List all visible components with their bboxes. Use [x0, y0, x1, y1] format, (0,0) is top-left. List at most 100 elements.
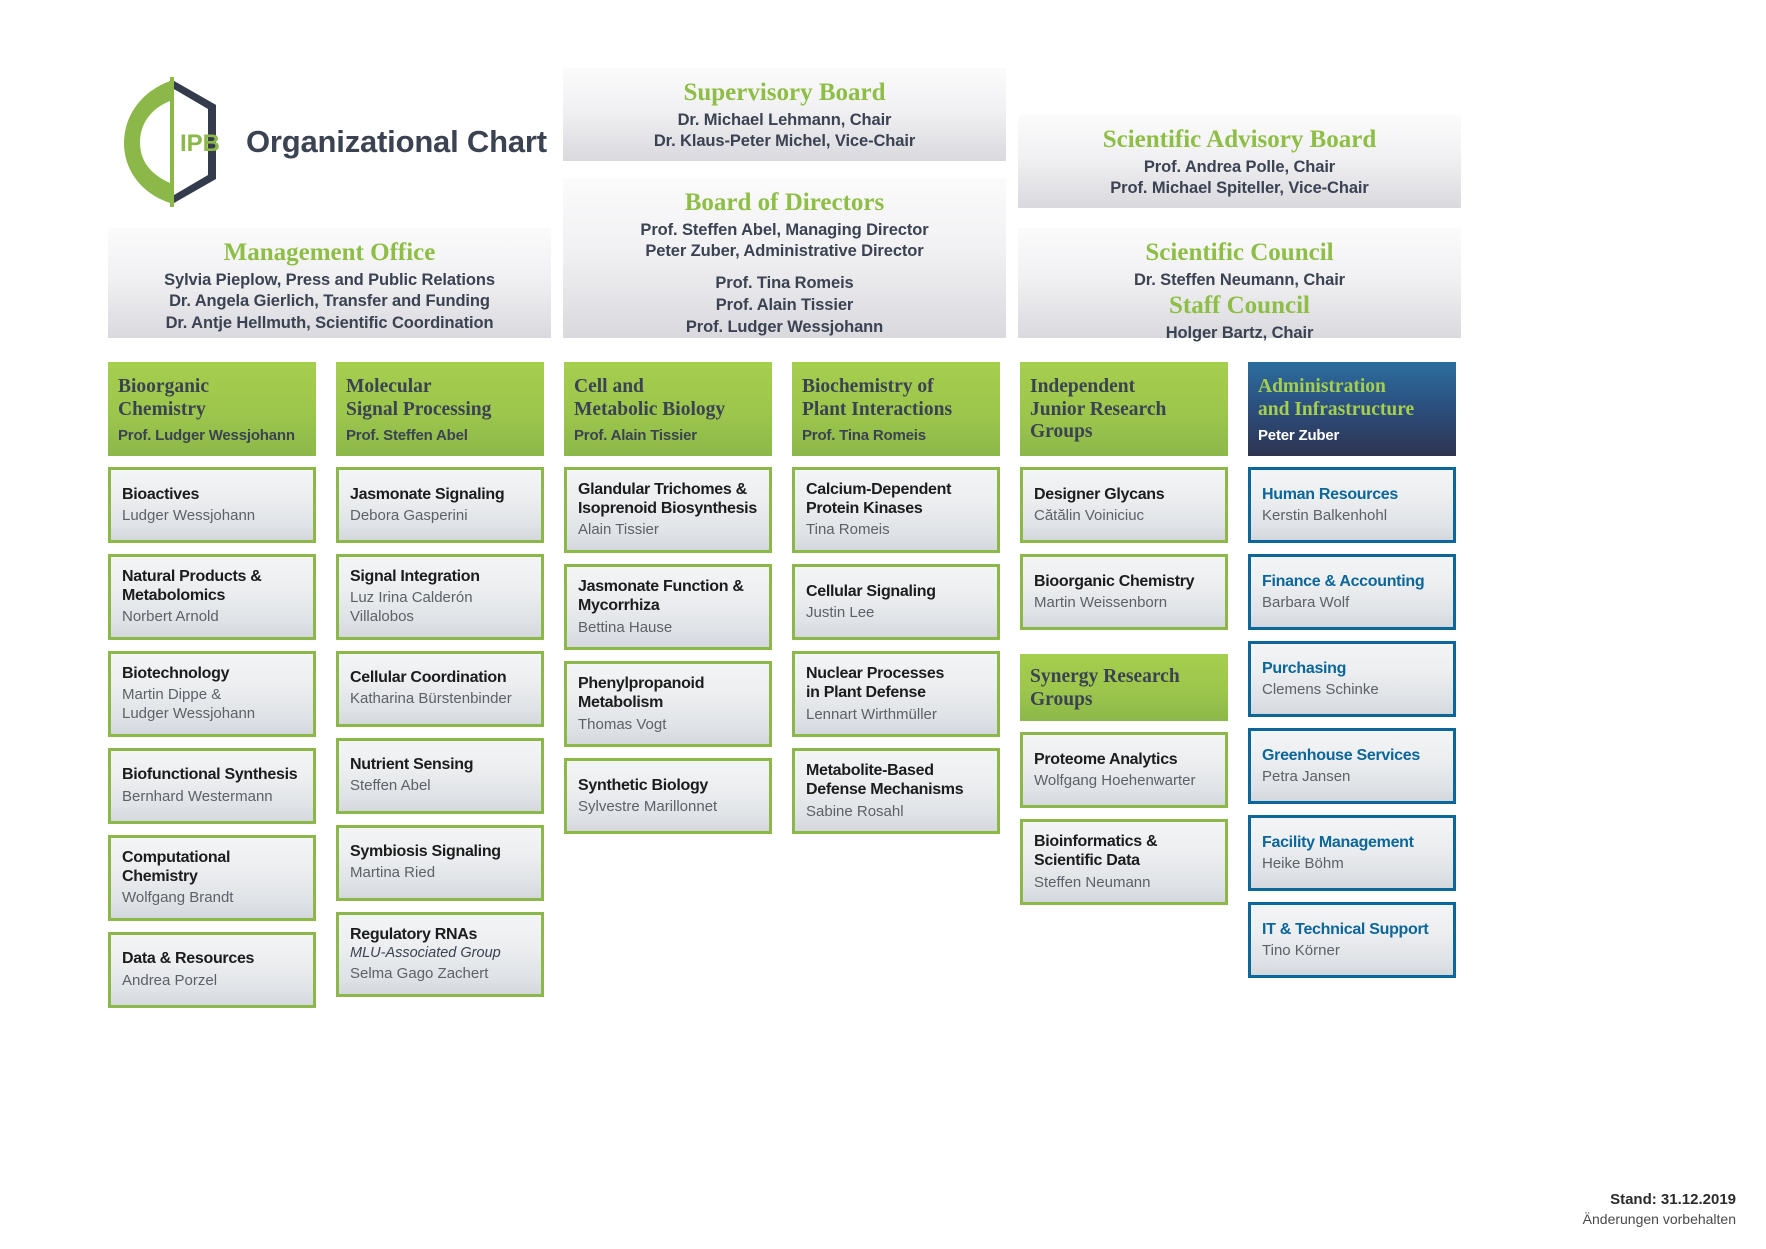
panel-line: Prof. Steffen Abel, Managing Director: [640, 220, 929, 239]
unit-lead-name: Andrea Porzel: [122, 971, 218, 989]
unit-lead-name: Sabine Rosahl: [806, 802, 904, 820]
panel-title: Board of Directors: [684, 189, 885, 216]
panel-board-of-directors: Board of Directors Prof. Steffen Abel, M…: [563, 178, 1006, 338]
department-lead: Prof. Tina Romeis: [802, 427, 926, 445]
unit-lead-name: Tina Romeis: [806, 521, 890, 539]
unit-lead-name: Bettina Hause: [578, 618, 673, 636]
panel-line: Dr. Klaus-Peter Michel, Vice-Chair: [653, 132, 916, 151]
unit-title: Proteome Analytics: [1034, 750, 1178, 768]
unit-title: Data & Resources: [122, 950, 255, 968]
panel-line: Dr. Michael Lehmann, Chair: [677, 110, 892, 129]
department-lead: Prof. Alain Tissier: [574, 427, 697, 445]
unit-lead-name: Martin Weissenborn: [1034, 593, 1168, 611]
panel-line: Prof. Andrea Polle, Chair: [1143, 157, 1336, 176]
unit-lead-name: Steffen Neumann: [1034, 873, 1151, 891]
unit-lead-name: Sylvestre Marillonnet: [578, 798, 718, 816]
chart-header: IPB Organizational Chart: [118, 72, 598, 212]
unit-lead-name: Kerstin Balkenhohl: [1262, 506, 1388, 524]
panel-supervisory-board: Supervisory Board Dr. Michael Lehmann, C…: [563, 68, 1006, 161]
panel-title: Supervisory Board: [683, 79, 886, 106]
panel-line: Sylvia Pieplow, Press and Public Relatio…: [164, 270, 495, 289]
unit-lead-name: Bernhard Westermann: [122, 787, 273, 805]
unit-title: Cellular Coordination: [350, 669, 507, 687]
unit-lead-name: Clemens Schinke: [1262, 680, 1379, 698]
unit-title: Bioorganic Chemistry: [1034, 572, 1195, 590]
unit-title: Jasmonate Function &Mycorrhiza: [578, 578, 744, 615]
unit-title: Synthetic Biology: [578, 776, 709, 794]
unit-lead-name: Cătălin Voiniciuc: [1034, 506, 1145, 524]
department-title: Synergy Research Groups: [1030, 666, 1180, 710]
ipb-logo-icon: IPB: [124, 77, 220, 207]
unit-lead-name: Ludger Wessjohann: [122, 506, 256, 524]
unit-title: Finance & Accounting: [1262, 572, 1425, 590]
unit-title: Jasmonate Signaling: [350, 485, 505, 503]
unit-title: Cellular Signaling: [806, 582, 936, 600]
panel-line: Prof. Ludger Wessjohann: [685, 317, 884, 336]
unit-title: Facility Management: [1262, 833, 1414, 851]
unit-title: Human Resources: [1262, 485, 1398, 503]
footer-status: Stand: 31.12.2019 Änderungen vorbehalten: [1583, 1191, 1736, 1227]
department-lead: Prof. Ludger Wessjohann: [118, 427, 295, 445]
unit-lead-name: Luz Irina Calderón Villalobos: [350, 589, 473, 625]
panel-line: Dr. Antje Hellmuth, Scientific Coordinat…: [165, 314, 494, 333]
unit-lead-name: Wolfgang Hoehenwarter: [1034, 771, 1196, 789]
research-unit-card[interactable]: Glandular Trichomes &Isoprenoid Biosynth…: [564, 467, 772, 554]
panel-title: Management Office: [223, 239, 436, 266]
unit-title: Biotechnology: [122, 665, 230, 683]
unit-lead-name: Selma Gago Zachert: [350, 965, 489, 982]
unit-lead-name: Martina Ried: [350, 864, 436, 882]
unit-lead-name: Tino Körner: [1262, 941, 1340, 959]
panel-scientific-advisory-board: Scientific Advisory Board Prof. Andrea P…: [1018, 115, 1461, 208]
panel-line: Holger Bartz, Chair: [1165, 323, 1314, 342]
unit-lead-name: Wolfgang Brandt: [122, 889, 234, 907]
panel-line: Dr. Angela Gierlich, Transfer and Fundin…: [169, 292, 490, 311]
department-header[interactable]: Synergy Research Groups: [1020, 654, 1228, 722]
footer-disclaimer: Änderungen vorbehalten: [1582, 1211, 1736, 1227]
